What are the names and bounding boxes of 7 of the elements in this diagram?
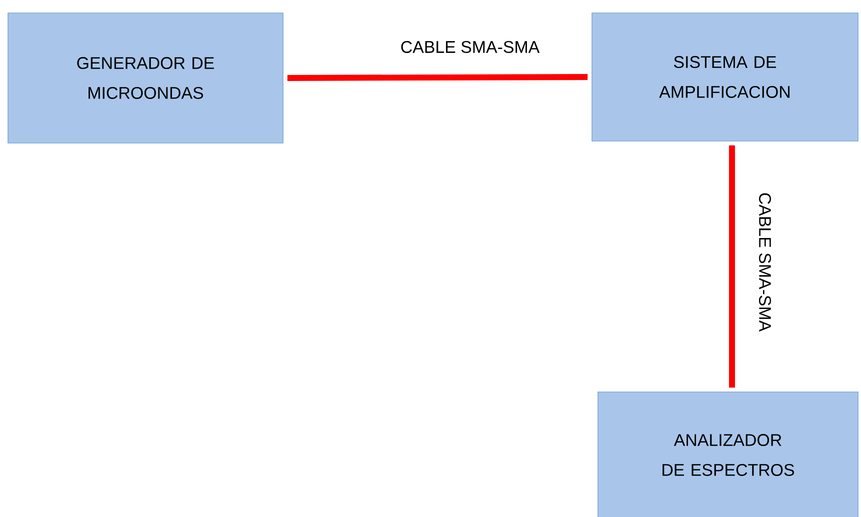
edge-label: CABLE SMA-SMA <box>401 41 540 53</box>
cable-line <box>729 145 735 388</box>
process-box: GENERADOR DE MICROONDAS <box>8 12 284 144</box>
process-box: SISTEMA DE AMPLIFICACION <box>592 12 858 142</box>
cable-line <box>287 74 588 81</box>
edge-label: CABLE SMA-SMA <box>759 193 771 332</box>
process-box: ANALIZADOR DE ESPECTROS <box>598 392 858 517</box>
